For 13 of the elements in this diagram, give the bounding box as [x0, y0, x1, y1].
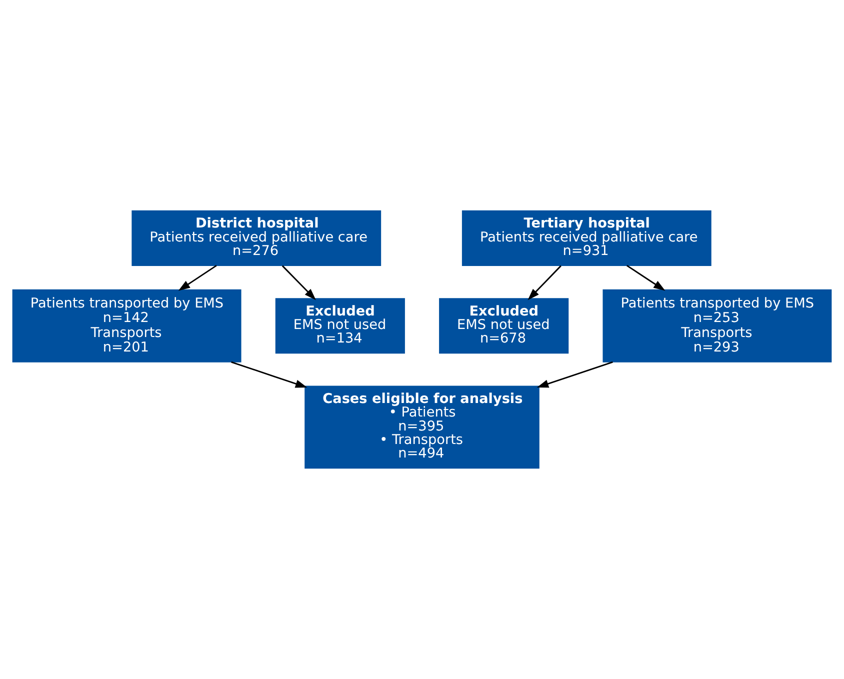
node-box: Excluded EMS not used n=134: [275, 298, 405, 354]
arrow: [282, 265, 316, 300]
arrow: [528, 265, 562, 300]
arrow: [178, 264, 217, 291]
node-box: Tertiary hospital Patients received palliative care n=931: [462, 210, 712, 266]
node-box: Excluded EMS not used n=678: [439, 298, 569, 354]
node-box: Patients transported by EMS n=142 Transports n=201: [12, 289, 242, 362]
arrow: [626, 264, 666, 291]
node-box: Patients transported by EMS n=253 Transports n=293: [602, 289, 832, 362]
node-box: Cases eligible for analysis • Patients n=395 • Transports n=494: [304, 386, 540, 469]
arrow: [536, 361, 613, 388]
arrow: [231, 361, 308, 388]
node-box: District hospital Patients received palliative care n=276: [132, 210, 382, 266]
